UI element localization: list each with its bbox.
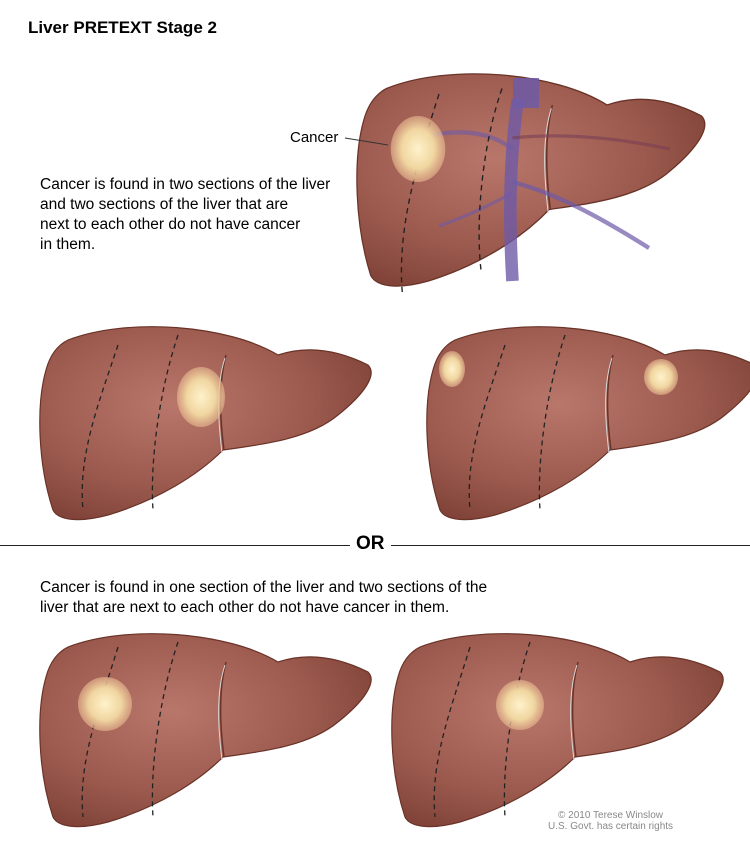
liver-middle-right [426, 325, 750, 521]
option1-description: Cancer is found in two sections of the l… [40, 175, 380, 255]
option1-line: in them. [40, 236, 96, 253]
option2-description: Cancer is found in one section of the li… [40, 578, 560, 618]
diagram-title: Liver PRETEXT Stage 2 [28, 18, 217, 37]
or-separator: OR [350, 533, 391, 555]
credit-line: U.S. Govt. has certain rights [548, 821, 674, 832]
liver-bottom-right [391, 632, 724, 828]
option1-line: and two sections of the liver that are [40, 196, 289, 213]
option2-line: Cancer is found in one section of the li… [40, 579, 488, 596]
liver-bottom-left [39, 632, 372, 828]
liver-top [356, 73, 706, 293]
credit-line: © 2010 Terese Winslow [558, 810, 664, 821]
copyright-credit: © 2010 Terese Winslow U.S. Govt. has cer… [548, 810, 673, 832]
liver-middle-left [39, 325, 372, 521]
option1-line: Cancer is found in two sections of the l… [40, 176, 331, 193]
cancer-label: Cancer [290, 129, 339, 146]
option1-line: next to each other do not have cancer [40, 216, 301, 233]
option2-line: liver that are next to each other do not… [40, 599, 450, 616]
